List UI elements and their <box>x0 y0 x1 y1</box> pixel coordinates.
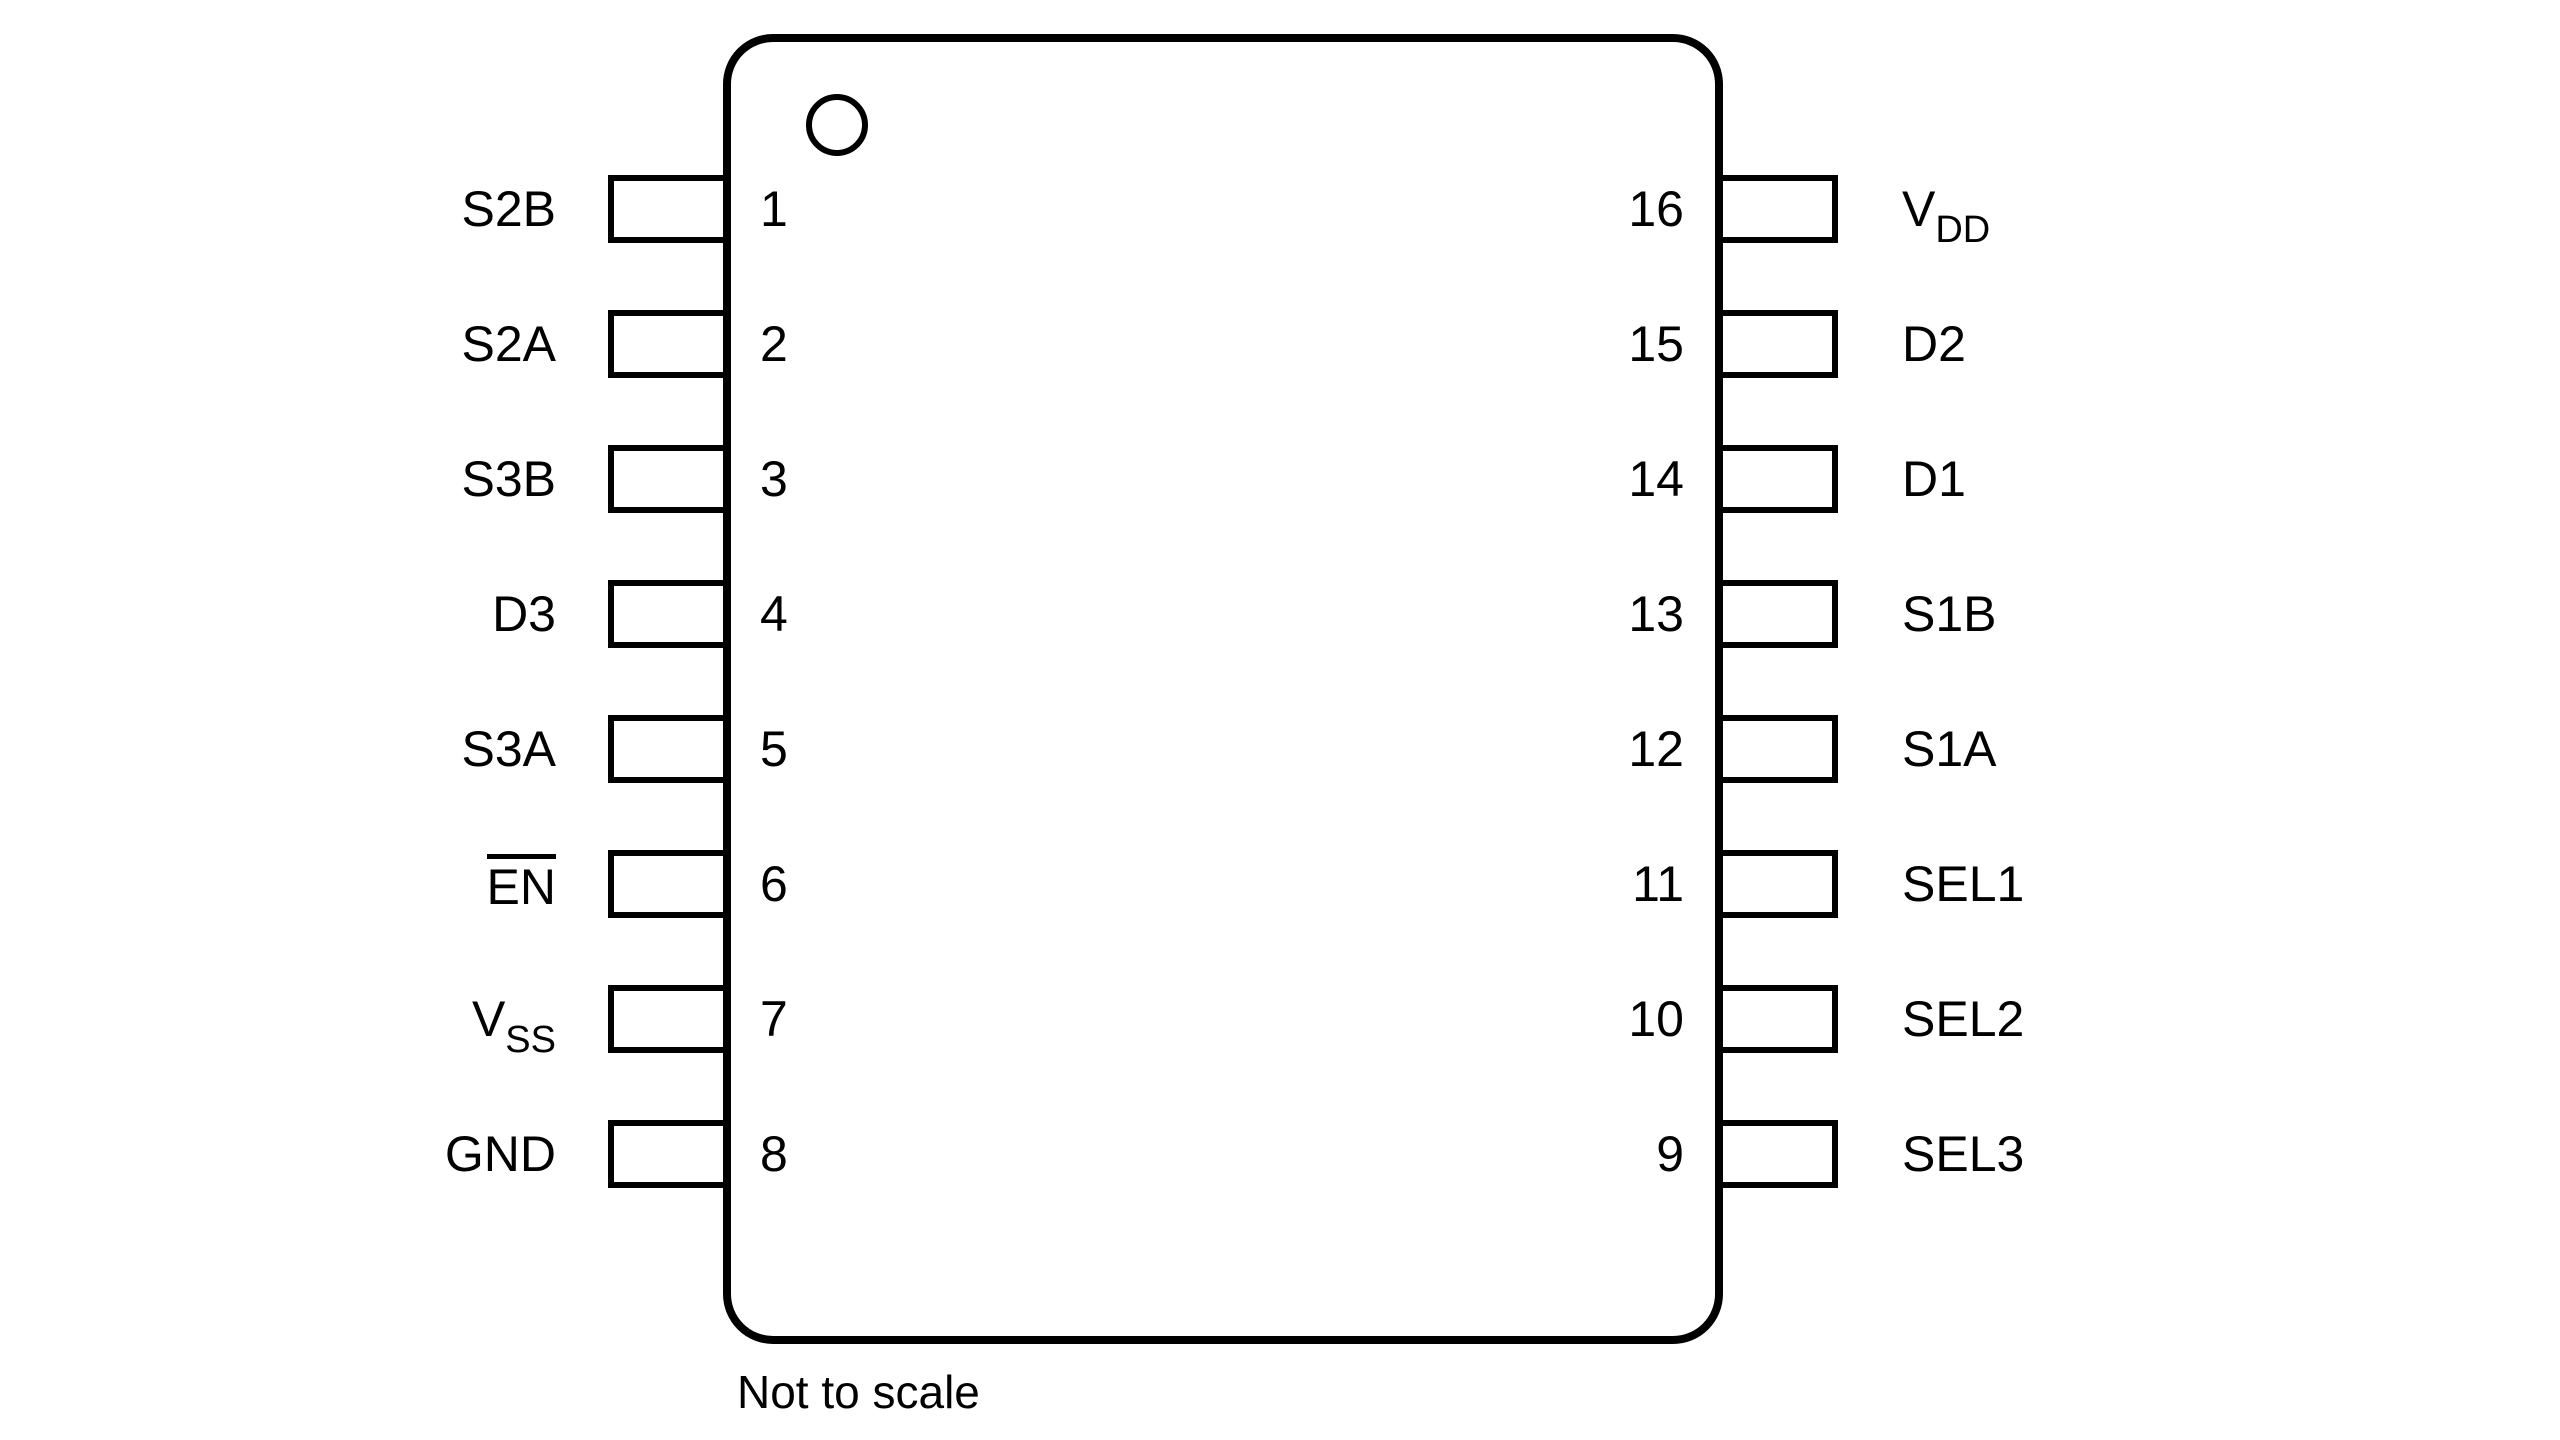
pin-box <box>1715 1120 1838 1188</box>
pin-box <box>608 1120 731 1188</box>
pin-box <box>1715 445 1838 513</box>
pin-number: 2 <box>760 316 788 372</box>
pin-number: 11 <box>1632 856 1684 912</box>
pin-label: D2 <box>1902 316 1966 372</box>
pin-number: 1 <box>760 181 788 237</box>
pin-number: 4 <box>760 586 788 642</box>
pin-label: S1B <box>1902 586 1997 642</box>
pin-label-subscript: DD <box>1935 209 1991 251</box>
pin-box <box>1715 175 1838 243</box>
pin-box <box>608 175 731 243</box>
pin-box <box>1715 580 1838 648</box>
pin-number: 16 <box>1628 181 1684 237</box>
pin-box <box>608 715 731 783</box>
pin-number: 14 <box>1628 451 1684 507</box>
pin-number: 3 <box>760 451 788 507</box>
pin-number: 6 <box>760 856 788 912</box>
pin-label: S1A <box>1902 721 1997 777</box>
pin-number: 10 <box>1628 991 1684 1047</box>
pin1-indicator-icon <box>806 94 868 156</box>
pin-label: SEL3 <box>1902 1126 2025 1182</box>
pin-box <box>608 310 731 378</box>
pin-label: EN <box>300 854 556 915</box>
pin-number: 12 <box>1628 721 1684 777</box>
pin-number: 13 <box>1628 586 1684 642</box>
pin-label: S2B <box>461 181 556 237</box>
pin-label: SEL1 <box>1902 856 2025 912</box>
pin-box <box>608 985 731 1053</box>
pin-number: 5 <box>760 721 788 777</box>
pin-box <box>1715 985 1838 1053</box>
pin-label: S2A <box>461 316 556 372</box>
pin-number: 8 <box>760 1126 788 1182</box>
pin-label: S3B <box>461 451 556 507</box>
pin-box <box>1715 715 1838 783</box>
pin-box <box>608 580 731 648</box>
pin-label-main: V <box>1902 181 1936 237</box>
ic-package-body <box>723 34 1723 1344</box>
pin-label-overline: EN <box>486 854 556 915</box>
pin-number: 15 <box>1628 316 1684 372</box>
pin-box <box>1715 310 1838 378</box>
pin-label: D3 <box>492 586 556 642</box>
pin-box <box>608 850 731 918</box>
pin-label: VDD <box>1902 179 2242 251</box>
pin-label-main: V <box>471 991 506 1047</box>
pin-label: GND <box>444 1126 556 1182</box>
pin-label-subscript: SS <box>505 1019 556 1061</box>
pin-label: S3A <box>461 721 556 777</box>
pin-box <box>608 445 731 513</box>
pin-label: VSS <box>300 989 556 1061</box>
pin-label: D1 <box>1902 451 1966 507</box>
pin-number: 9 <box>1656 1126 1684 1182</box>
pin-box <box>1715 850 1838 918</box>
pin-number: 7 <box>760 991 788 1047</box>
figure-note: Not to scale <box>737 1366 980 1418</box>
pin-label: SEL2 <box>1902 991 2025 1047</box>
